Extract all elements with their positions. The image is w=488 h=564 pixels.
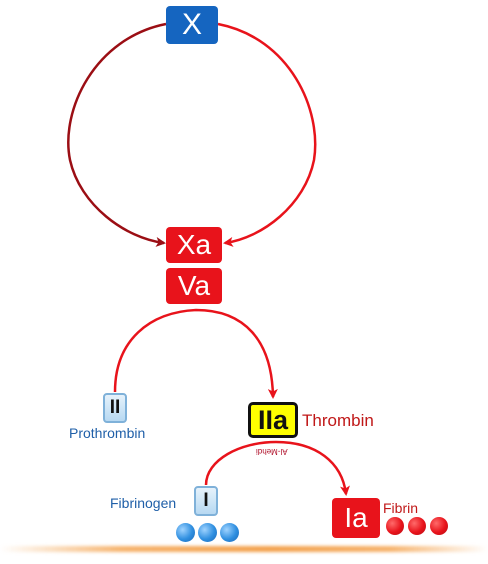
fibrinogen-label: Fibrinogen xyxy=(110,495,177,511)
fibrinogen-bead xyxy=(198,523,217,542)
factor-x-box: X xyxy=(166,6,218,44)
arrow-x-to-xa-right xyxy=(217,22,317,247)
factor-iia-box: IIa xyxy=(248,402,298,438)
arrow-fibrinogen-to-fibrin xyxy=(204,440,350,496)
factor-iia-label: IIa xyxy=(257,404,289,435)
watermark-text: Al-Mehdi xyxy=(256,447,288,456)
arrow-x-to-xa-left xyxy=(67,22,167,247)
factor-x-label: X xyxy=(181,8,202,41)
fibrinogen-bead xyxy=(220,523,239,542)
factor-ii-label: II xyxy=(109,397,121,418)
factor-i-box: I xyxy=(194,486,218,516)
fibrin-bead xyxy=(430,517,448,535)
fibrinogen-bead xyxy=(176,523,195,542)
factor-ia-label: Ia xyxy=(344,502,368,533)
thrombin-label: Thrombin xyxy=(302,411,374,430)
fibrin-label: Fibrin xyxy=(383,500,419,516)
factor-ii-box: II xyxy=(103,393,127,423)
factor-ia-box: Ia xyxy=(332,498,380,538)
floor-glow-line xyxy=(0,546,488,552)
factor-xa-box: Xa xyxy=(166,227,222,263)
factor-va-label: Va xyxy=(177,270,211,301)
prothrombin-label: Prothrombin xyxy=(69,425,146,441)
factor-i-label: I xyxy=(203,490,209,511)
factor-va-box: Va xyxy=(166,268,222,304)
fibrin-bead xyxy=(408,517,426,535)
arrow-prothrombin-to-thrombin xyxy=(113,308,278,399)
factor-xa-label: Xa xyxy=(176,229,212,260)
fibrin-bead xyxy=(386,517,404,535)
